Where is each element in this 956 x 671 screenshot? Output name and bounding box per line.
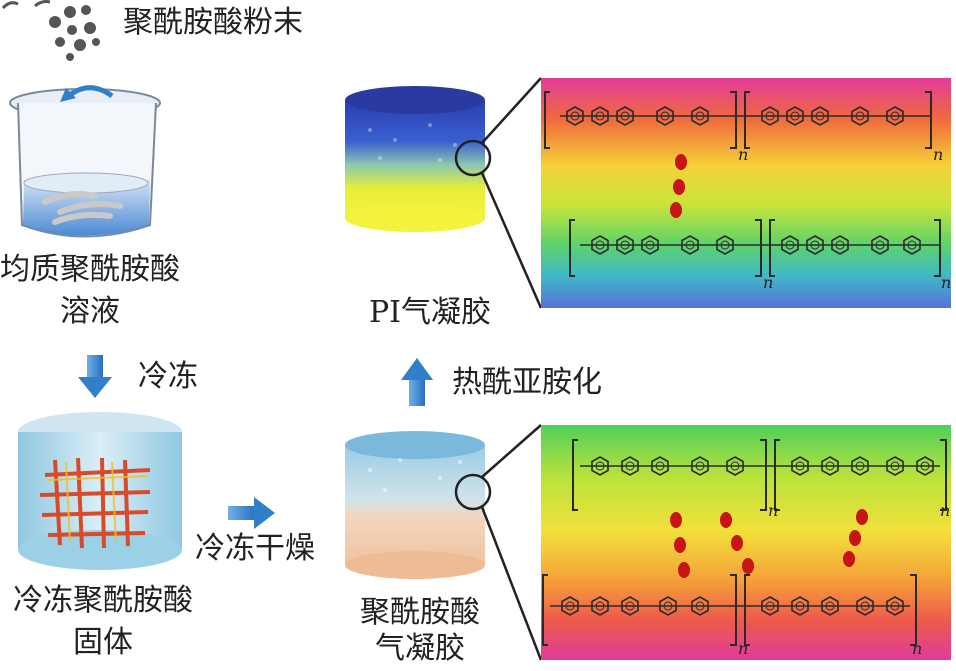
imidization-arrow-icon (401, 358, 433, 406)
label-pi-aerogel: PI气凝胶 (368, 295, 492, 330)
pi-aerogel-cylinder-icon (345, 86, 485, 232)
paa-hydrogen-bonds (670, 509, 868, 578)
subscript-n: n (738, 145, 748, 164)
subscript-n: n (941, 273, 951, 292)
label-frozen-solid-line1: 冷冻聚酰胺酸 (13, 583, 193, 618)
label-paa-aerogel-line1: 聚酰胺酸 (360, 595, 480, 630)
pi-chain-upper (544, 91, 932, 149)
subscript-n: n (933, 145, 943, 164)
subscript-n: n (912, 639, 922, 658)
label-paa-aerogel-line2: 气凝胶 (375, 631, 465, 666)
label-homogeneous-solution-line1: 均质聚酰胺酸 (0, 252, 180, 287)
pi-molecular-structure-panel (541, 78, 951, 308)
label-frozen-solid-line2: 固体 (73, 625, 133, 660)
pi-chain-lower (569, 219, 941, 277)
label-thermal-imidization-step: 热酰亚胺化 (452, 365, 602, 400)
subscript-n: n (768, 501, 778, 520)
beaker-icon (9, 85, 161, 238)
subscript-n: n (763, 273, 773, 292)
zoom-indicator-top (454, 77, 543, 309)
freeze-dry-arrow-icon (228, 497, 275, 529)
frozen-solid-cylinder-icon (18, 412, 182, 570)
powder-particles-icon (1, 0, 100, 61)
paa-chain-lower (542, 574, 917, 646)
freeze-arrow-icon (78, 355, 112, 398)
pi-hydrogen-bonds (670, 154, 687, 218)
label-freeze-step: 冷冻 (138, 359, 198, 394)
paa-chain-upper (572, 439, 947, 511)
subscript-n: n (738, 639, 748, 658)
subscript-n: n (940, 501, 950, 520)
label-homogeneous-solution-line2: 溶液 (60, 294, 120, 329)
zoom-indicator-bottom (454, 424, 543, 661)
label-paa-powder: 聚酰胺酸粉末 (123, 5, 303, 40)
paa-molecular-structure-panel (541, 425, 951, 660)
label-freeze-dry-step: 冷冻干燥 (195, 531, 315, 566)
